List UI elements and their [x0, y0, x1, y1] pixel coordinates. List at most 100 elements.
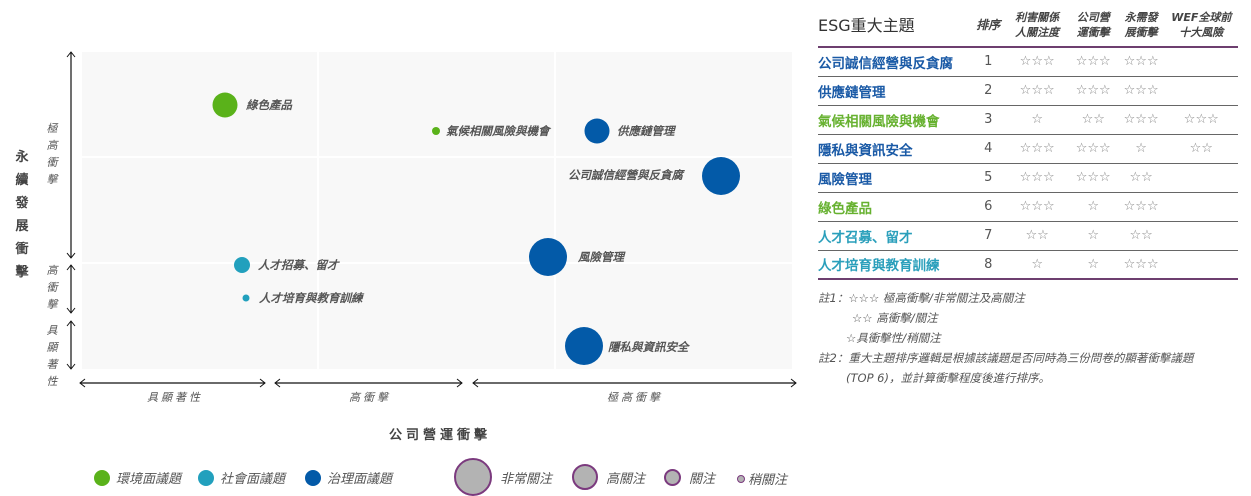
stakeholder-rating-cell: ☆: [1031, 112, 1043, 127]
green-dot-icon: [94, 469, 110, 486]
grid-cell: [556, 158, 792, 262]
col-header-wef: WEF全球前十大風險: [1171, 11, 1232, 39]
grid-cell: [319, 264, 554, 369]
legend-environment: 環境面議題: [94, 468, 181, 487]
wef-rating-cell: ☆☆☆: [1183, 112, 1219, 127]
grid-cell: [82, 264, 317, 369]
bubble-point: [565, 327, 603, 365]
bubble-label: 公司誠信經營與反貪腐: [568, 168, 683, 182]
table-header-row: ESG重大主題 排序 利害關係人關注度 公司營運衝擊 永需發展衝擊 WEF全球前…: [818, 8, 1238, 47]
bubble-point: [702, 157, 740, 195]
stakeholder-rating-cell: ☆☆☆: [1019, 54, 1055, 70]
sustain-rating-cell: ☆☆☆: [1123, 54, 1159, 70]
col-header-rank: 排序: [976, 17, 1001, 32]
legend-size-high: 高關注: [572, 464, 645, 490]
operation-rating-cell: ☆: [1087, 199, 1100, 214]
grid-cell: [82, 52, 317, 156]
bubble-point: [234, 257, 250, 273]
rank-cell: 1: [984, 54, 993, 70]
x-band-label-significant: 具顯著性: [147, 391, 203, 404]
bubble-label: 氣候相關風險與機會: [446, 124, 550, 138]
sustain-rating-cell: ☆☆☆: [1123, 199, 1159, 214]
wef-rating-cell: [1165, 47, 1238, 76]
operation-rating-cell: ☆☆: [1081, 112, 1105, 127]
x-band-label-high: 高衝擊: [349, 391, 391, 404]
stakeholder-rating-cell: ☆☆☆: [1019, 83, 1055, 98]
bubble-point: [212, 92, 238, 118]
teal-dot-icon: [198, 469, 214, 486]
esg-topic-table-panel: ESG重大主題 排序 利害關係人關注度 公司營運衝擊 永需發展衝擊 WEF全球前…: [818, 8, 1238, 388]
y-band-label-very-high: 極 高 衝 擊: [46, 122, 58, 186]
legend-size-medium: 關注: [664, 468, 715, 487]
wef-rating-cell: [1165, 163, 1238, 192]
sustain-rating-cell: ☆☆: [1129, 228, 1153, 243]
bubble-label: 風險管理: [578, 250, 624, 264]
rank-cell: 4: [984, 141, 993, 156]
wef-rating-cell: [1165, 192, 1238, 221]
grid-cell: [319, 158, 554, 262]
size-circle-xl-icon: [454, 458, 492, 496]
x-band-arrow-icon: [472, 378, 797, 388]
bubble-label: 隱私與資訊安全: [608, 340, 689, 354]
bubble-point: [432, 127, 440, 135]
sustain-rating-cell: ☆: [1135, 141, 1147, 156]
table-notes: 註1：☆☆☆ 極高衝擊/非常關注及高關注 ☆☆ 高衝擊/關注 ☆具衝擊性/稍關注…: [818, 288, 1238, 388]
y-band-label-high: 高 衝 擊: [46, 264, 58, 311]
rank-cell: 3: [984, 112, 993, 127]
x-band-label-very-high: 極高衝擊: [607, 391, 663, 404]
col-header-stakeholder: 利害關係人關注度: [1015, 11, 1060, 39]
y-axis-title: 永 續 發 展 衝 擊: [15, 150, 29, 280]
stakeholder-rating-cell: ☆☆☆: [1019, 199, 1055, 214]
note-2-line-2: (TOP 6)，並計算衝擊程度後進行排序。: [846, 371, 1050, 385]
legend-social: 社會面議題: [198, 468, 285, 487]
wef-rating-cell: [1165, 250, 1238, 279]
y-band-label-significant: 具 顯 著 性: [46, 324, 58, 388]
wef-rating-cell: [1165, 221, 1238, 250]
operation-rating-cell: ☆: [1087, 256, 1100, 272]
topic-cell: 人才培育與教育訓練: [818, 258, 940, 275]
operation-rating-cell: ☆☆☆: [1075, 141, 1111, 156]
blue-dot-icon: [305, 469, 321, 486]
col-header-operation: 公司營運衝擊: [1076, 11, 1110, 39]
size-circle-m-icon: [664, 469, 681, 486]
stakeholder-rating-cell: ☆☆☆: [1019, 170, 1055, 185]
bubble-point: [242, 294, 250, 302]
rank-cell: 2: [984, 83, 993, 98]
rank-cell: 6: [984, 199, 993, 214]
rank-cell: 7: [984, 228, 993, 243]
x-band-arrow-icon: [79, 378, 266, 388]
operation-rating-cell: ☆☆☆: [1075, 170, 1111, 185]
materiality-matrix: 永 續 發 展 衝 擊 極 高 衝 擊 高 衝 擊 具 顯 著 性: [15, 51, 797, 496]
topic-cell: 隱私與資訊安全: [818, 142, 913, 159]
table-row: 供應鏈管理 2 ☆☆☆ ☆☆☆ ☆☆☆: [818, 76, 1238, 105]
grid-cell: [82, 158, 317, 262]
size-circle-s-icon: [737, 474, 745, 483]
rank-cell: 5: [984, 170, 993, 185]
legend-size-very-high: 非常關注: [454, 458, 552, 496]
rank-cell: 8: [984, 256, 993, 272]
bubble-point: [584, 118, 610, 144]
x-axis-title: 公司營運衝擊: [388, 428, 491, 443]
y-band-arrow-icon: [66, 51, 76, 259]
sustain-rating-cell: ☆☆☆: [1123, 83, 1159, 98]
bubble-label: 綠色產品: [246, 98, 292, 112]
y-band-arrow-icon: [66, 264, 76, 314]
x-band-arrow-icon: [274, 378, 463, 388]
topic-cell: 人才召募、留才: [818, 229, 913, 246]
grid-cell: [319, 52, 554, 156]
stakeholder-rating-cell: ☆☆: [1025, 228, 1049, 243]
esg-topic-table: ESG重大主題 排序 利害關係人關注度 公司營運衝擊 永需發展衝擊 WEF全球前…: [818, 8, 1238, 280]
operation-rating-cell: ☆☆☆: [1075, 54, 1111, 70]
topic-cell: 供應鏈管理: [818, 84, 886, 101]
bubble-point: [529, 238, 567, 276]
stakeholder-rating-cell: ☆: [1031, 256, 1043, 272]
operation-rating-cell: ☆☆☆: [1075, 83, 1111, 98]
topic-cell: 綠色產品: [818, 200, 872, 217]
stakeholder-rating-cell: ☆☆☆: [1019, 141, 1055, 156]
legend-size-low: 稍關注: [737, 469, 787, 488]
